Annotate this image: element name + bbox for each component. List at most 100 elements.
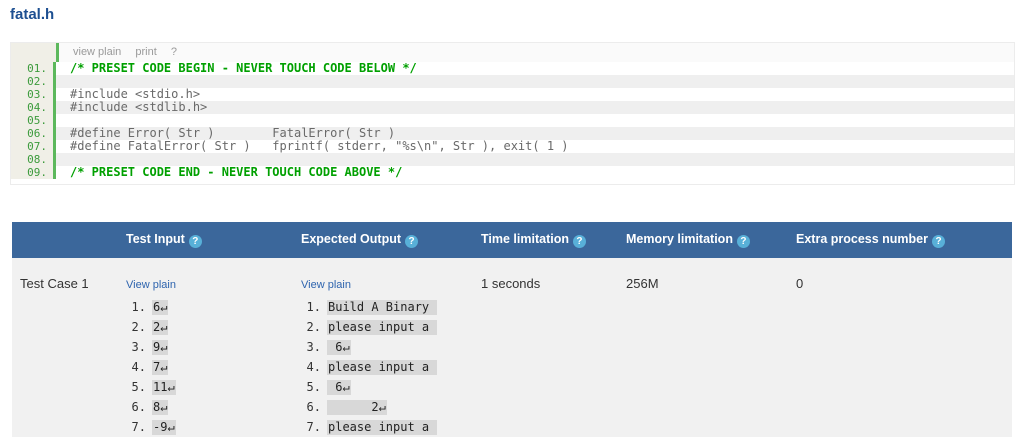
tool-help[interactable]: ? xyxy=(170,46,177,58)
header-cell-test-input: Test Input? xyxy=(122,232,297,248)
line-number: 07. xyxy=(11,140,56,153)
test-line: 4. 7↵ xyxy=(126,357,297,377)
header-cell-expected-output: Expected Output? xyxy=(297,232,477,248)
test-line: 1. 6↵ xyxy=(126,297,297,317)
code-text xyxy=(56,114,1014,127)
test-line: 7. -9↵ xyxy=(126,417,297,437)
view-plain-link[interactable]: View plain xyxy=(126,279,176,291)
view-plain-link[interactable]: View plain xyxy=(301,279,351,291)
return-icon: ↵ xyxy=(160,359,168,374)
line-content: 8↵ xyxy=(152,399,169,415)
line-number: 3. xyxy=(306,340,321,354)
memory-limit-value: 256M xyxy=(626,276,659,291)
line-content: please input a xyxy=(327,359,437,375)
test-line: 5.11↵ xyxy=(126,377,297,397)
help-icon[interactable]: ? xyxy=(736,235,750,248)
help-icon[interactable]: ? xyxy=(405,235,419,248)
header-label: Memory limitation xyxy=(626,232,733,246)
line-number: 01. xyxy=(11,62,56,75)
test-line: 6. 2↵ xyxy=(301,397,477,417)
line-number: 6. xyxy=(131,400,146,414)
tool-view-plain[interactable]: view plain xyxy=(73,46,122,58)
extra-process-value: 0 xyxy=(796,276,804,291)
line-number: 02. xyxy=(11,75,56,88)
line-number: 2. xyxy=(306,320,321,334)
line-number: 3. xyxy=(131,340,146,354)
test-line: 3. 9↵ xyxy=(126,337,297,357)
line-number: 7. xyxy=(131,420,146,434)
table-body-row: Test Case 1 View plain 1. 6↵ 2. 2↵ 3. 9↵ 4. 7↵ 5… xyxy=(12,258,1012,437)
line-content: 11↵ xyxy=(152,379,176,395)
page-title: fatal.h xyxy=(10,6,55,23)
code-line: 03.#include <stdio.h> xyxy=(11,88,1014,101)
line-number: 04. xyxy=(11,101,56,114)
code-text: #define FatalError( Str ) fprintf( stder… xyxy=(70,140,569,153)
return-icon: ↵ xyxy=(342,339,350,354)
code-toolbar-items: view plain print ? xyxy=(59,43,188,62)
line-content: 6↵ xyxy=(327,379,351,395)
time-limit-value: 1 seconds xyxy=(481,276,541,291)
return-icon: ↵ xyxy=(160,399,168,414)
code-line: 09. /* PRESET CODE END - NEVER TOUCH CODE… xyxy=(11,166,1014,179)
test-case-label: Test Case 1 xyxy=(20,276,89,291)
expected-output-list: 1. Build A Binary 2. please input a 3. 6↵ 4. p… xyxy=(301,297,477,437)
test-input-list: 1. 6↵ 2. 2↵ 3. 9↵ 4. 7↵ 5.11↵ 6. 8↵ 7. -9↵ xyxy=(126,297,297,437)
code-text xyxy=(56,153,1014,166)
line-number: 1. xyxy=(306,300,321,314)
help-icon[interactable]: ? xyxy=(572,235,586,248)
line-content: 7↵ xyxy=(152,359,169,375)
code-line: 07. #define FatalError( Str ) fprintf( st… xyxy=(11,140,1014,153)
code-line: 06.#define Error( Str ) FatalError( Str … xyxy=(11,127,1014,140)
help-icon[interactable]: ? xyxy=(188,235,202,248)
test-line: 6. 8↵ xyxy=(126,397,297,417)
test-line: 3. 6↵ xyxy=(301,337,477,357)
return-icon: ↵ xyxy=(342,379,350,394)
line-content: 9↵ xyxy=(152,339,169,355)
return-icon: ↵ xyxy=(167,379,175,394)
line-number: 2. xyxy=(131,320,146,334)
test-line: 2. please input a xyxy=(301,317,477,337)
code-line: 05. xyxy=(11,114,1014,127)
header-cell-memory-limitation: Memory limitation? xyxy=(622,232,792,248)
line-number: 08. xyxy=(11,153,56,166)
code-line: 02. xyxy=(11,75,1014,88)
header-label: Expected Output xyxy=(301,232,402,246)
test-input-cell: View plain 1. 6↵ 2. 2↵ 3. 9↵ 4. 7↵ 5.11↵ 6. 8↵ 7. -9… xyxy=(122,276,297,437)
line-number: 6. xyxy=(306,400,321,414)
code-line: 01. /* PRESET CODE BEGIN - NEVER TOUCH CO… xyxy=(11,62,1014,75)
header-label: Test Input xyxy=(126,232,185,246)
line-content: -9↵ xyxy=(152,419,176,435)
line-number: 4. xyxy=(131,360,146,374)
header-cell-extra-process: Extra process number? xyxy=(792,232,1012,248)
return-icon: ↵ xyxy=(167,419,175,434)
return-icon: ↵ xyxy=(160,339,168,354)
code-toolbar: view plain print ? xyxy=(11,43,1014,62)
code-line: 08. xyxy=(11,153,1014,166)
expected-output-cell: View plain 1. Build A Binary 2. please inpu… xyxy=(297,276,477,437)
code-text: /* PRESET CODE BEGIN - NEVER TOUCH CODE … xyxy=(70,62,417,75)
line-number: 5. xyxy=(306,380,321,394)
line-content: please input a xyxy=(327,319,437,335)
code-viewer: view plain print ? 01. /* PRESET CODE BEG… xyxy=(10,42,1015,185)
line-number: 1. xyxy=(131,300,146,314)
code-lines: 01. /* PRESET CODE BEGIN - NEVER TOUCH CO… xyxy=(11,62,1014,184)
line-content: please input a xyxy=(327,419,437,435)
line-content: 2↵ xyxy=(152,319,169,335)
test-line: 7. please input a xyxy=(301,417,477,437)
line-number: 4. xyxy=(306,360,321,374)
table-header-row: Test Input? Expected Output? Time limita… xyxy=(12,222,1012,258)
test-case-table: Test Input? Expected Output? Time limita… xyxy=(12,222,1012,437)
line-number: 7. xyxy=(306,420,321,434)
line-number: 05. xyxy=(11,114,56,127)
code-line: 04.#include <stdlib.h> xyxy=(11,101,1014,114)
line-content: Build A Binary xyxy=(327,299,437,315)
line-content: 6↵ xyxy=(152,299,169,315)
return-icon: ↵ xyxy=(160,299,168,314)
return-icon: ↵ xyxy=(378,399,386,414)
line-number: 09. xyxy=(11,166,56,179)
header-cell-time-limitation: Time limitation? xyxy=(477,232,622,248)
code-text: /* PRESET CODE END - NEVER TOUCH CODE AB… xyxy=(70,166,403,179)
help-icon[interactable]: ? xyxy=(932,235,945,248)
tool-print[interactable]: print xyxy=(135,46,157,58)
test-line: 2. 2↵ xyxy=(126,317,297,337)
